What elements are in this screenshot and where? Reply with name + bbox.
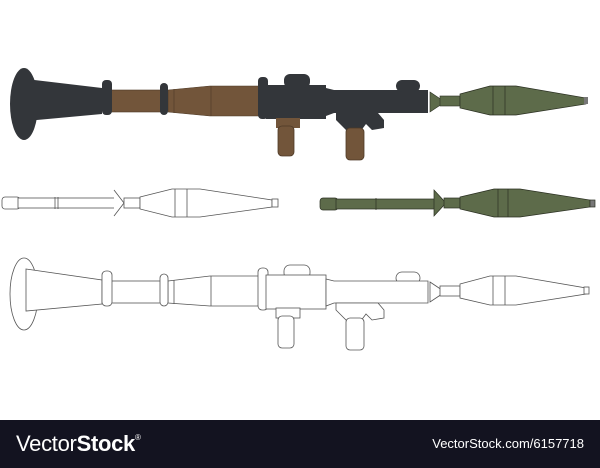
vectorstock-logo: VectorStock® [16,431,141,457]
registered-mark: ® [135,433,141,442]
green-grenade [319,188,596,218]
colored-launcher [10,68,588,161]
outline-launcher [9,257,590,351]
logo-bold-text: Stock [76,431,136,456]
outline-grenade [1,188,279,218]
watermark-footer: VectorStock® VectorStock.com/6157718 [0,420,600,468]
image-url-text: VectorStock.com/6157718 [432,436,584,451]
illustration-canvas [1,68,596,351]
logo-light-text: Vector [16,431,77,456]
